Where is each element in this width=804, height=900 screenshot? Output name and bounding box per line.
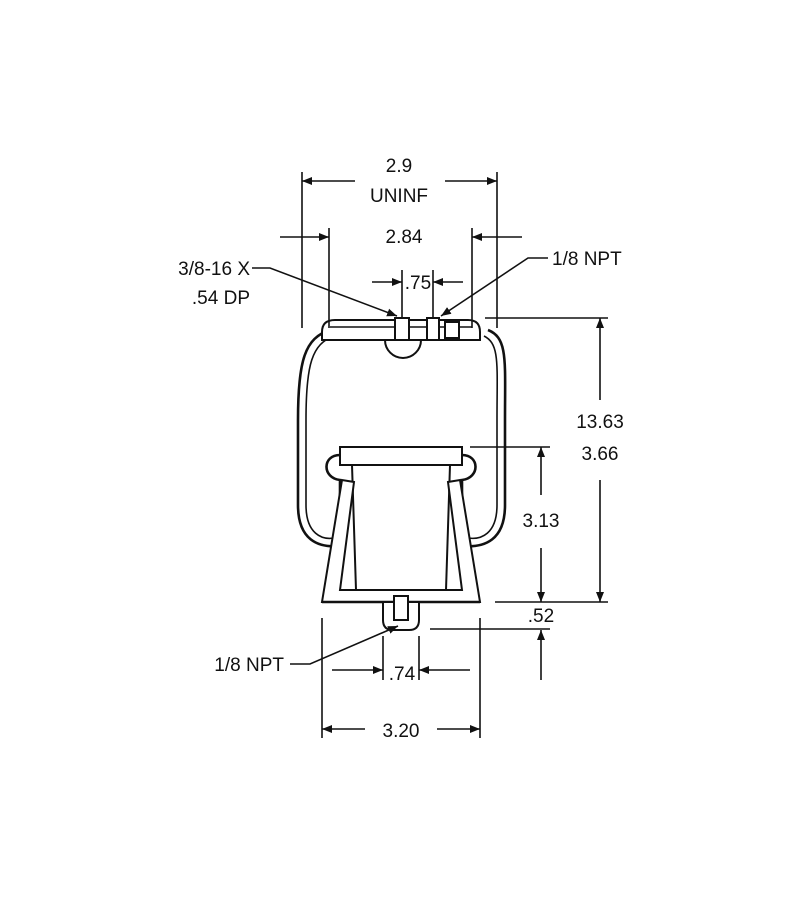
bellows-inner (305, 335, 499, 540)
dimension-labels: 2.9 UNINF 2.84 3/8-16 X .54 DP .75 1/8 N… (178, 156, 624, 742)
top-stud (383, 339, 423, 359)
label-piston-offset: .52 (528, 606, 554, 627)
label-top-plate-width: 2.84 (386, 227, 423, 248)
label-uninflated-width: 2.9 (386, 156, 412, 177)
label-top-port: 1/8 NPT (552, 249, 622, 270)
piston-rim (339, 446, 463, 466)
leader-bottom-port (290, 625, 399, 665)
bellows-outline (296, 328, 507, 548)
label-stud-thread-1: 3/8-16 X (178, 259, 250, 280)
label-uninflated-note: UNINF (370, 186, 428, 207)
label-piston-height: 3.13 (523, 511, 560, 532)
label-overall-height: 13.63 (576, 412, 624, 433)
air-spring-body (296, 317, 507, 631)
piston-crimp-right (460, 453, 477, 500)
leader-stud-thread (252, 267, 398, 317)
piston-crimp-left (325, 453, 342, 500)
top-port-nut (444, 321, 460, 339)
label-piston-base-width: 3.20 (383, 721, 420, 742)
top-stud-body (394, 317, 410, 341)
label-bottom-port: 1/8 NPT (214, 655, 284, 676)
label-bottom-boss-width: .74 (389, 664, 416, 685)
bottom-port-fitting (393, 595, 409, 621)
label-stud-thread-2: .54 DP (192, 288, 250, 309)
leader-top-port (440, 257, 548, 317)
top-port-fitting (426, 317, 440, 341)
label-stud-spacing: .75 (405, 273, 431, 294)
label-min-height: 3.66 (582, 444, 619, 465)
piston-cup (350, 464, 452, 601)
dimensions (252, 172, 608, 738)
